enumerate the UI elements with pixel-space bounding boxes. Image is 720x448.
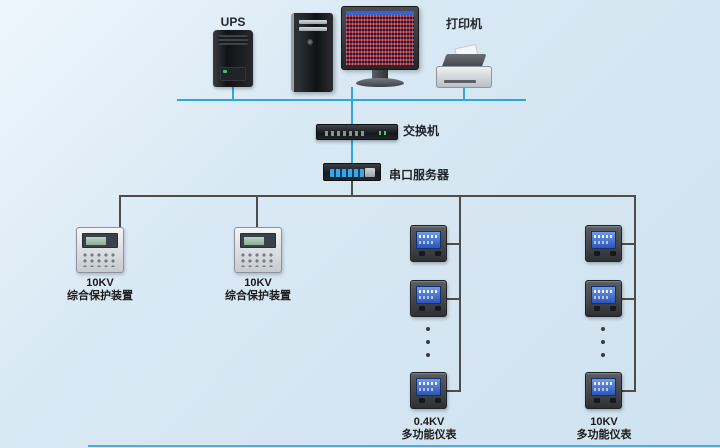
ups-label: UPS: [220, 15, 246, 29]
printer-label: 打印机: [445, 17, 482, 31]
protection-2-kv: 10KV: [244, 277, 272, 289]
dot: [426, 327, 430, 331]
pc-tower: [291, 13, 333, 92]
switch-leds: [379, 131, 389, 135]
protection-1-kv: 10KV: [86, 277, 114, 289]
protection-lcd: [240, 233, 276, 248]
meter-buttons: [594, 398, 600, 403]
drive-bay: [299, 27, 327, 31]
ups-device: [213, 30, 253, 87]
ellipsis-dots: [601, 327, 605, 357]
meter-col2-kv: 10KV: [590, 416, 618, 428]
protection-keypad: [83, 253, 117, 267]
meter-b2: [585, 280, 622, 317]
ups-panel: [220, 67, 246, 81]
meter-a2: [410, 280, 447, 317]
meter-screen: [591, 378, 616, 396]
meter-column-1-label: 0.4KV 多功能仪表: [398, 416, 460, 442]
ups-vent: [218, 35, 248, 45]
meter-screen: [416, 231, 441, 249]
serial-server-label: 串口服务器: [389, 168, 450, 182]
meter-buttons: [419, 251, 425, 256]
serial-tag: [365, 168, 375, 177]
serial-ports: [330, 169, 364, 177]
dot: [601, 353, 605, 357]
meter-col1-kv: 0.4KV: [413, 416, 445, 428]
meter-col2-name: 多功能仪表: [576, 429, 632, 441]
meter-col1-name: 多功能仪表: [401, 429, 457, 441]
printer-device: [436, 43, 492, 88]
printer-body: [436, 66, 492, 88]
serial-port-server: [323, 163, 381, 181]
meter-screen: [591, 286, 616, 304]
switch-label: 交换机: [403, 124, 440, 138]
ellipsis-dots: [426, 327, 430, 357]
dot: [601, 327, 605, 331]
meter-column-2-label: 10KV 多功能仪表: [573, 416, 635, 442]
protection-2-name: 综合保护装置: [225, 290, 291, 302]
drive-bay: [299, 20, 327, 24]
meter-a1: [410, 225, 447, 262]
protection-device-1: [76, 227, 124, 273]
printer-output-slot: [444, 80, 476, 83]
meter-b3: [585, 372, 622, 409]
meter-buttons: [419, 306, 425, 311]
meter-buttons: [594, 251, 600, 256]
protection-1-name: 综合保护装置: [67, 290, 133, 302]
meter-b1: [585, 225, 622, 262]
protection-lcd: [82, 233, 118, 248]
bottom-edge-line: [88, 445, 720, 447]
protection-device-2-label: 10KV 综合保护装置: [216, 277, 300, 303]
switch-ports: [325, 131, 365, 136]
meter-buttons: [594, 306, 600, 311]
meter-screen: [416, 286, 441, 304]
monitor-stand: [372, 70, 388, 79]
monitor: [341, 6, 419, 70]
meter-buttons: [419, 398, 425, 403]
dot: [426, 353, 430, 357]
protection-device-2: [234, 227, 282, 273]
protection-device-1-label: 10KV 综合保护装置: [58, 277, 142, 303]
monitor-base: [356, 78, 404, 87]
meter-screen: [416, 378, 441, 396]
dot: [601, 340, 605, 344]
dot: [426, 340, 430, 344]
meter-screen: [591, 231, 616, 249]
power-button-icon: [307, 39, 313, 45]
protection-keypad: [241, 253, 275, 267]
monitor-screen: [346, 11, 414, 65]
meter-a3: [410, 372, 447, 409]
ethernet-switch: [316, 124, 398, 140]
